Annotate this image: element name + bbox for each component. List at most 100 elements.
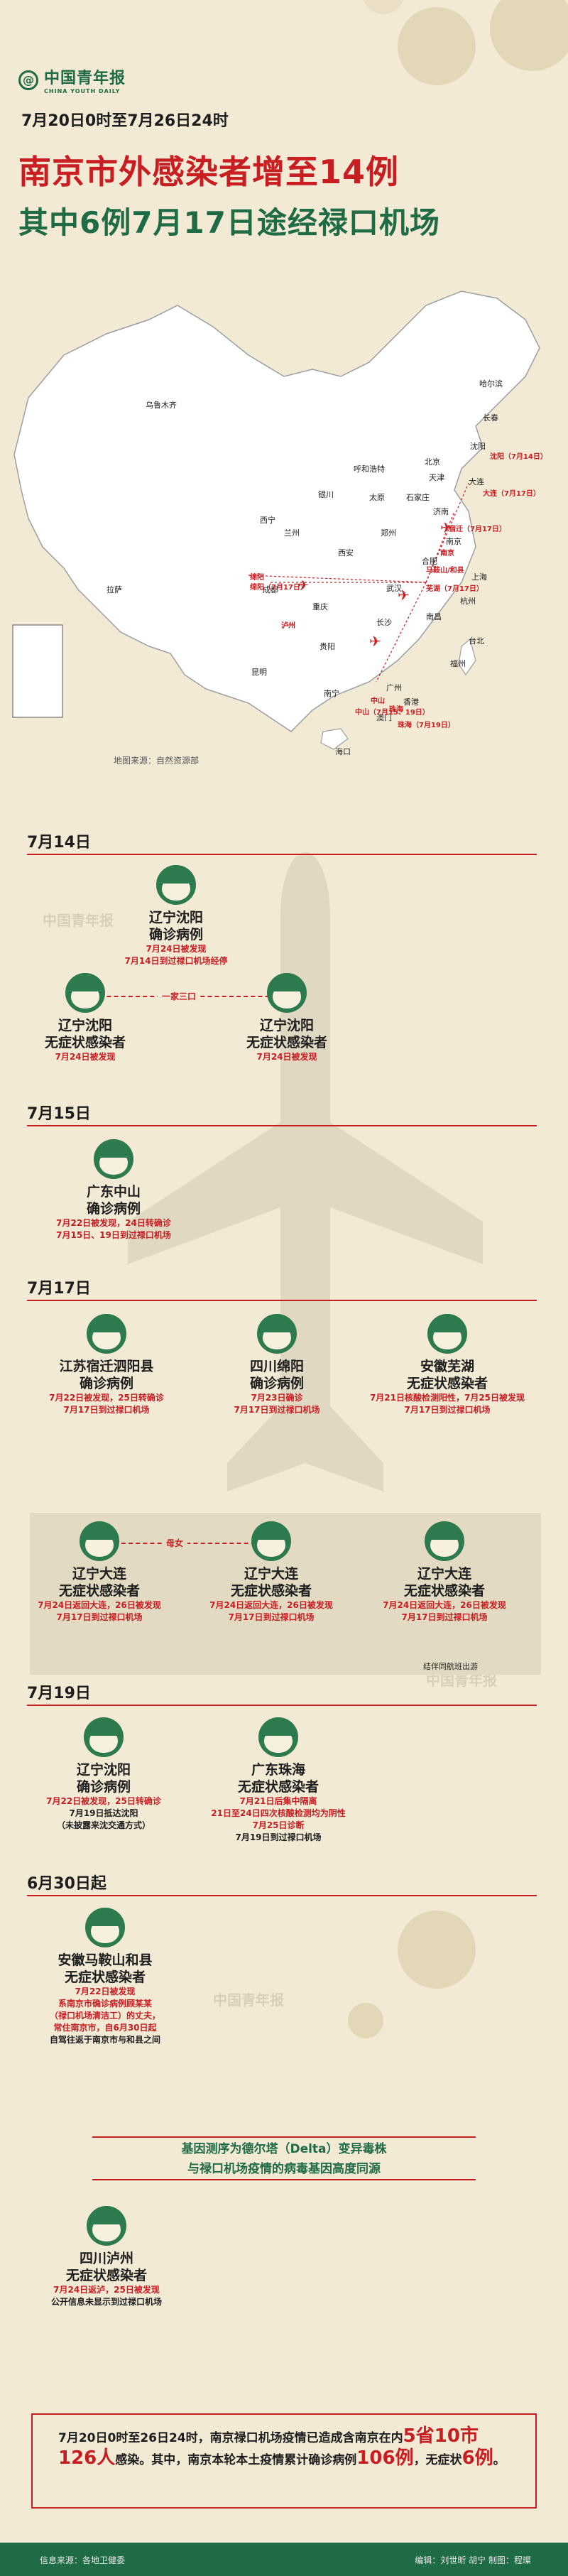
map-source: 地图来源：自然资源部 [114,756,200,766]
case-status: 无症状感染者 [246,1035,327,1050]
city-label: 成都 [263,585,278,594]
city-label: 香港 [403,697,419,707]
city-label: 西安 [338,548,354,558]
city-label: 武汉 [386,584,402,593]
summary-text: 7月20日0时至26日24时，南京禄口机场疫情已造成含南京在内 [58,2431,403,2445]
case-note: 自驾往返于南京市与和县之间 [49,2035,160,2045]
city-label: 重庆 [312,602,328,612]
case-note: 7月17日到过禄口机场 [404,1405,491,1415]
case-place: 辽宁沈阳 [76,1762,131,1778]
city-label: 兰州 [284,528,300,538]
city-label: 长沙 [376,618,392,627]
watermark: 中国青年报 [43,912,114,929]
route-label: 宿迁（7月17日） [449,526,506,533]
person-avatar-icon [257,1314,297,1354]
case-status: 确诊病例 [249,1376,304,1391]
summary-confirmed: 106例 [356,2447,414,2469]
plane-silhouette-icon [128,852,483,1491]
case-status: 无症状感染者 [403,1583,485,1599]
case-status: 无症状感染者 [58,1583,140,1599]
person-avatar-icon [156,865,196,905]
case-place: 辽宁沈阳 [259,1018,314,1033]
gear-decoration-icon [398,1911,476,1989]
city-label: 石家庄 [406,493,430,502]
route-label: 绵阳（7月17日） [250,584,307,592]
case-note: 常住南京市，自6月30日起 [53,2023,157,2033]
city-label: 哈尔滨 [479,379,503,388]
case-note: 7月23日确诊 [251,1393,303,1403]
case-card: 安徽芜湖 无症状感染者 7月21日核酸检测阳性，7月25日被发现 7月17日到过… [362,1314,532,1416]
city-label: 呼和浩特 [354,464,385,474]
timeline-date-label: 7月14日 [27,834,91,852]
city-label: 北京 [425,457,440,467]
delta-line: 与禄口机场疫情的病毒基因高度同源 [187,2162,381,2176]
footer: 信息来源：各地卫健委 编辑：刘世昕 胡宁 制图：程璨 [0,2543,568,2576]
case-note: 7月24日被发现 [55,1052,116,1062]
city-label: 郑州 [381,528,396,538]
relation-label: 一家三口 [158,990,201,1002]
brand-name: 中国青年报 [44,70,126,87]
case-status: 无症状感染者 [237,1779,319,1795]
case-note: 7月19日抵达沈阳 [69,1808,138,1818]
case-card: 四川绵阳 确诊病例 7月23日确诊 7月17日到过禄口机场 [192,1314,362,1416]
case-note: 7月22日被发现，25日转确诊 [49,1393,164,1403]
city-label: 银川 [318,490,334,499]
case-note: 7月19日到过禄口机场 [235,1832,322,1842]
city-label: 太原 [369,493,385,502]
delta-line: 基因测序为德尔塔（Delta）变异毒株 [181,2142,387,2156]
person-avatar-icon [267,973,307,1013]
city-label: 沈阳 [470,442,486,451]
timeline-date-label: 7月19日 [27,1685,91,1702]
gear-decoration-icon [398,7,476,85]
summary-text: 。 [493,2453,506,2467]
case-card: 辽宁大连 无症状感染者 7月24日返回大连，26日被发现 7月17日到过禄口机场 [186,1521,356,1624]
case-note: 公开信息未显示到过禄口机场 [50,2297,162,2307]
city-label: 南京 [446,537,462,546]
case-place: 广东珠海 [251,1762,305,1778]
brand-logo: @ 中国青年报 CHINA YOUTH DAILY [18,65,126,94]
case-status: 确诊病例 [79,1376,133,1391]
case-card: 辽宁沈阳 确诊病例 7月22日被发现，25日转确诊 7月19日抵达沈阳 （未披露… [18,1717,189,1832]
city-label: 福州 [450,659,466,668]
person-avatar-icon [85,1908,125,1947]
case-place: 辽宁沈阳 [148,910,203,925]
timeline-date-label: 7月15日 [27,1105,91,1123]
timeline-date: 6月30日起 [0,1871,568,1899]
person-avatar-icon [87,2206,126,2246]
plane-icon: ✈ [298,578,309,593]
case-note: 7月17日到过禄口机场 [56,1612,143,1622]
case-place: 四川绵阳 [249,1359,304,1374]
case-note: 7月17日到过禄口机场 [401,1612,488,1622]
timeline-date: 7月19日 [0,1680,568,1709]
case-place: 江苏宿迁泗阳县 [59,1359,154,1374]
city-label: 海口 [335,747,351,756]
relation-label: 母女 [162,1537,188,1549]
city-label: 济南 [433,507,449,516]
hainan-island [320,728,349,750]
case-note: （未披露来沈交通方式） [56,1820,151,1830]
route-label: 马鞍山/和县 [426,567,464,575]
city-label: 合肥 [422,557,437,566]
case-place: 广东中山 [86,1184,141,1200]
case-note: 7月24日被发现 [146,944,207,954]
watermark: 中国青年报 [213,1991,284,2009]
route-label: 芜湖（7月17日） [426,585,484,593]
case-note: 7月22日被发现 [75,1987,136,1996]
route-label: 中山（7月15、19日） [355,709,430,717]
case-status: 确诊病例 [86,1201,141,1217]
summary-box: 7月20日0时至26日24时，南京禄口机场疫情已造成含南京在内5省10市126人… [31,2413,537,2509]
city-label: 拉萨 [106,585,122,594]
city-label: 昆明 [251,668,267,677]
china-map: ✈ ✈ ✈ ✈ 乌鲁木齐 哈尔滨 长春 沈阳 北京 大连 呼和浩特 天津 银川 … [0,277,568,795]
city-label: 乌鲁木齐 [146,401,177,410]
city-label: 西宁 [260,516,275,525]
case-place: 安徽马鞍山和县 [58,1952,153,1968]
case-card: 安徽马鞍山和县 无症状感染者 7月22日被发现 系南京市确诊病例顾某某 （禄口机… [20,1908,190,2046]
person-avatar-icon [87,1314,126,1354]
case-note: 7月14日到过禄口机场经停 [124,956,228,966]
case-card: 广东珠海 无症状感染者 7月21日后集中隔离 21日至24日四次核酸检测均为阴性… [193,1717,364,1844]
city-label: 长春 [483,413,498,423]
case-card: 辽宁沈阳 确诊病例 7月24日被发现 7月14日到过禄口机场经停 [91,865,261,967]
route-label: 大连（7月17日） [483,490,540,498]
person-avatar-icon [251,1521,291,1561]
